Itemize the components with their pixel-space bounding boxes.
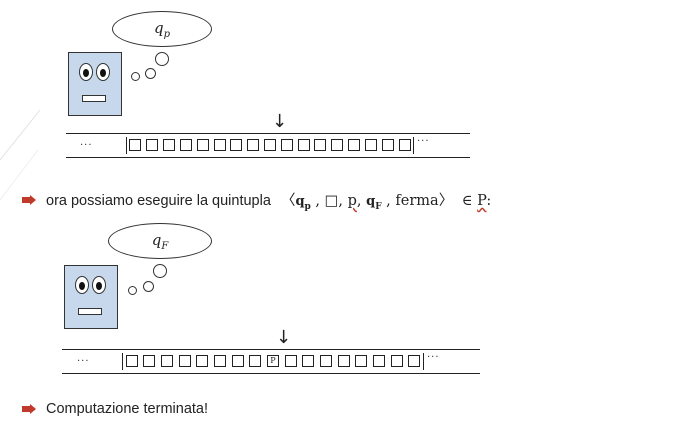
arrow-bullet-icon <box>22 404 36 414</box>
bullet-computation-done: Computazione terminata! <box>22 401 208 417</box>
tape-cell-blank <box>355 355 368 367</box>
tape-right-dots: ··· <box>417 136 430 147</box>
thought-bubble-small <box>128 286 137 295</box>
tape-cell-blank <box>280 139 293 151</box>
tape-cell-blank <box>125 355 138 367</box>
tape-top-line <box>66 133 470 134</box>
tape-cell-blank <box>213 139 226 151</box>
thought-bubble-medium <box>143 281 154 292</box>
mouth-icon <box>82 95 106 102</box>
tape-cell-blank <box>196 355 209 367</box>
tape-cell-blank <box>408 355 421 367</box>
tape-cell-symbol: P <box>267 355 279 367</box>
tape-top-line <box>62 349 480 350</box>
tape-cell-blank <box>348 139 361 151</box>
head-arrow-icon: ↓ <box>276 327 292 348</box>
tape-left-dots: ··· <box>80 140 93 151</box>
tape-cell-blank <box>143 355 156 367</box>
tape-cell-blank <box>129 139 142 151</box>
right-eye-icon <box>92 276 106 294</box>
control-head <box>64 265 118 329</box>
thought-bubble-large <box>155 52 169 66</box>
tape-cells: P <box>122 353 424 370</box>
left-eye-icon <box>79 63 93 81</box>
tape-cell-blank <box>390 355 403 367</box>
state-thought-bubble: qp <box>112 11 212 47</box>
bullet-quintuple-text: ora possiamo eseguire la quintupla 〈qp ,… <box>46 193 492 212</box>
tape-cell-blank <box>214 355 227 367</box>
thought-bubble-medium <box>145 68 156 79</box>
tape-cell-blank <box>314 139 327 151</box>
right-eye-icon <box>96 63 110 81</box>
tape-cell-blank <box>247 139 260 151</box>
mouth-icon <box>78 308 102 315</box>
bullet-computation-text: Computazione terminata! <box>46 401 208 417</box>
state-thought-bubble: qF <box>108 223 212 259</box>
tape-cell-blank <box>264 139 276 151</box>
tape-cells <box>126 137 414 154</box>
tape-cell-blank <box>249 355 262 367</box>
tape-cell-blank <box>163 139 176 151</box>
tape-cell-blank <box>196 139 209 151</box>
thought-bubble-large <box>153 264 167 278</box>
state-label: qF <box>151 230 169 252</box>
tape-cell-blank <box>146 139 159 151</box>
tape-bottom-line <box>62 373 480 374</box>
tape-bottom-line <box>66 157 470 158</box>
tape-cell-blank <box>161 355 174 367</box>
tape-cell-blank <box>179 139 192 151</box>
state-label: qp <box>153 18 170 40</box>
tape-cell-blank <box>331 139 344 151</box>
tape-left-dots: ··· <box>77 356 90 367</box>
tape-cell-blank <box>319 355 332 367</box>
tape-cell-blank <box>231 355 244 367</box>
tape-cell-blank <box>302 355 315 367</box>
tape-cell-blank <box>230 139 243 151</box>
left-eye-icon <box>75 276 89 294</box>
tape-cell-blank <box>364 139 377 151</box>
tape-cell-blank <box>297 139 310 151</box>
tape-cell-blank <box>398 139 411 151</box>
tape-cell-blank <box>372 355 385 367</box>
head-arrow-icon: ↓ <box>272 111 288 132</box>
thought-bubble-small <box>131 72 140 81</box>
tape-cell-blank <box>284 355 297 367</box>
bullet-quintuple: ora possiamo eseguire la quintupla 〈qp ,… <box>22 189 491 212</box>
control-head <box>68 52 122 116</box>
arrow-bullet-icon <box>22 195 36 206</box>
tape-cell-blank <box>381 139 394 151</box>
tape-cell-blank <box>178 355 191 367</box>
tape-cell-blank <box>337 355 350 367</box>
tape-right-dots: ··· <box>427 352 440 363</box>
